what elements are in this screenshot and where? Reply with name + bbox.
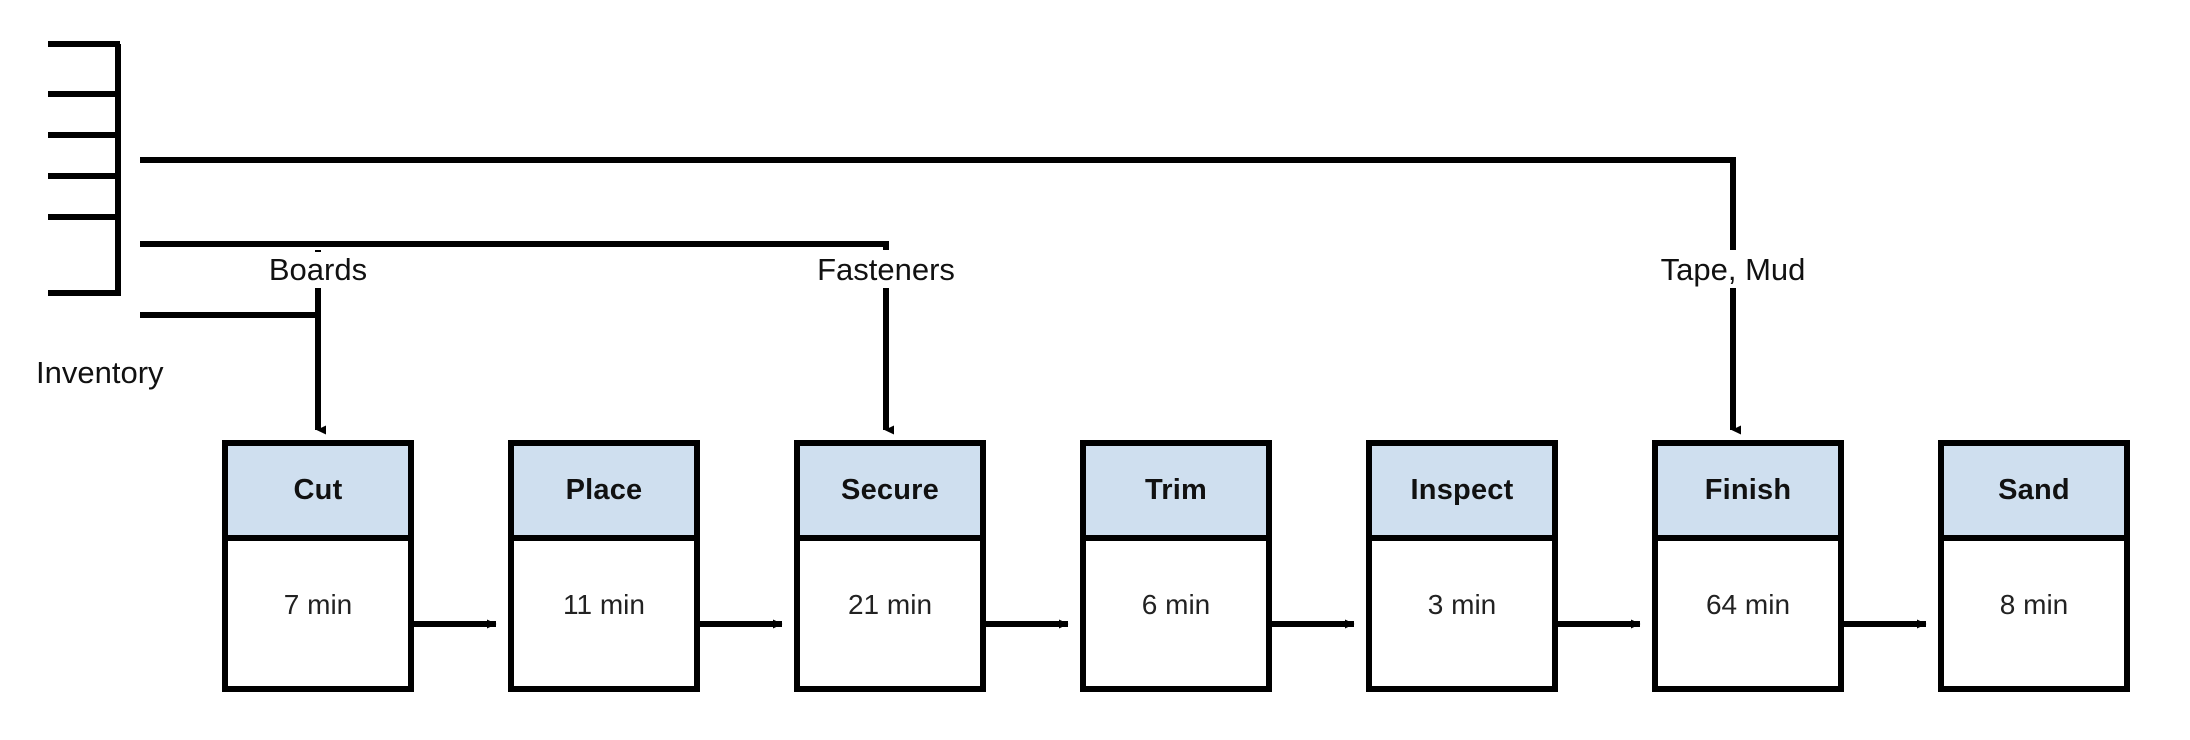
process-title-secure: Secure [800,446,980,541]
flow-arrow-fasteners [140,241,894,435]
process-duration-finish: 64 min [1658,541,1838,686]
process-duration-sand: 8 min [1944,541,2124,686]
process-title-trim: Trim [1086,446,1266,541]
process-box-sand[interactable]: Sand 8 min [1938,440,2130,692]
process-box-place[interactable]: Place 11 min [508,440,700,692]
process-title-finish: Finish [1658,446,1838,541]
process-duration-trim: 6 min [1086,541,1266,686]
process-duration-inspect: 3 min [1372,541,1552,686]
process-title-sand: Sand [1944,446,2124,541]
flow-label-fasteners: Fasteners [809,252,963,288]
flow-label-tape-mud: Tape, Mud [1652,252,1814,288]
process-box-inspect[interactable]: Inspect 3 min [1366,440,1558,692]
process-title-inspect: Inspect [1372,446,1552,541]
process-box-trim[interactable]: Trim 6 min [1080,440,1272,692]
process-duration-secure: 21 min [800,541,980,686]
process-duration-cut: 7 min [228,541,408,686]
process-title-cut: Cut [228,446,408,541]
process-duration-place: 11 min [514,541,694,686]
process-box-finish[interactable]: Finish 64 min [1652,440,1844,692]
inventory-store-icon [48,41,121,296]
flow-label-boards: Boards [260,252,376,288]
process-box-secure[interactable]: Secure 21 min [794,440,986,692]
process-box-cut[interactable]: Cut 7 min [222,440,414,692]
process-title-place: Place [514,446,694,541]
inventory-label: Inventory [36,355,164,390]
flow-arrow-tape-mud [140,157,1741,435]
